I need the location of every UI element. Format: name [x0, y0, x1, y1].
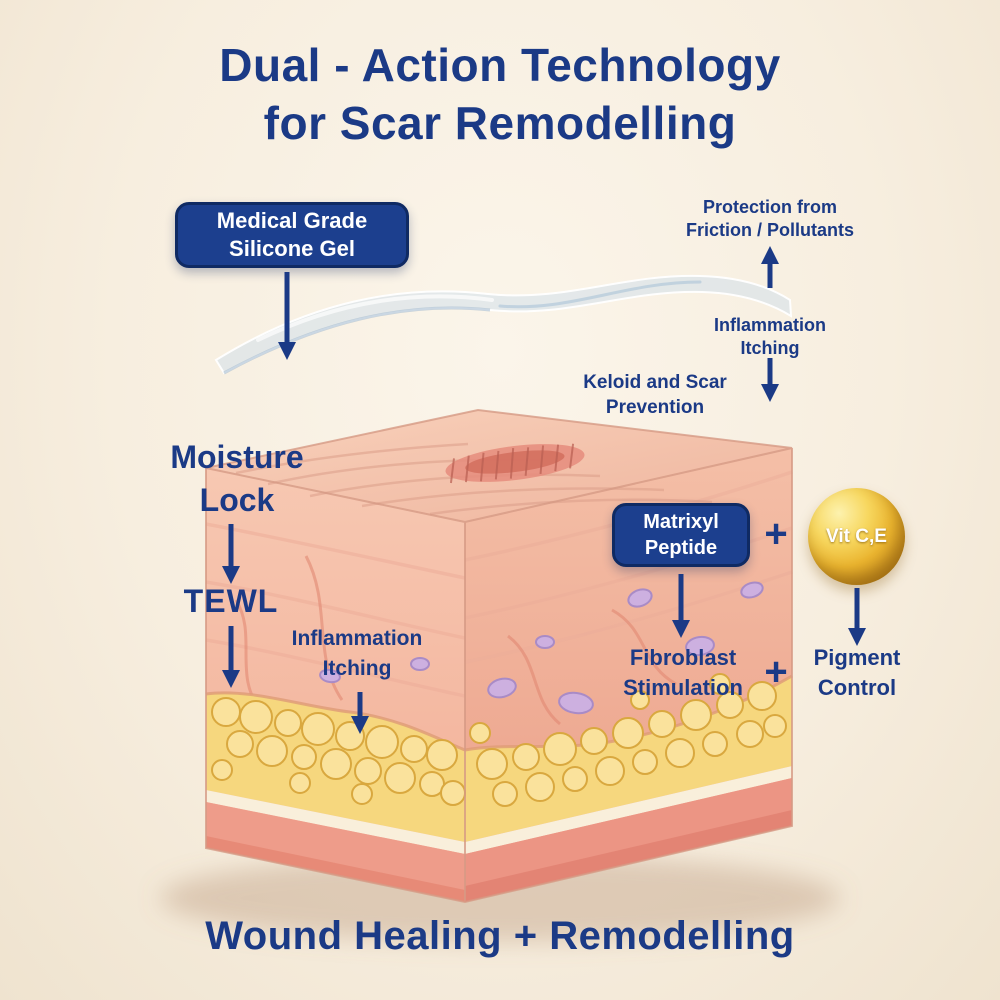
- skin-block: [205, 408, 793, 904]
- page-title: Dual - Action Technology for Scar Remode…: [219, 36, 780, 152]
- matrixyl-peptide-badge: Matrixyl Peptide: [612, 503, 750, 567]
- tewl-label: TEWL: [184, 583, 279, 620]
- arrow-down-icon: [761, 358, 779, 402]
- fibroblast-label-line1: Fibroblast: [629, 645, 737, 670]
- page-title-line1: Dual - Action Technology: [219, 39, 781, 91]
- keloid-label-line1: Keloid and Scar: [583, 372, 727, 393]
- fibroblast-cells: [319, 581, 764, 715]
- protection-label: Protection from Friction / Pollutants: [686, 196, 854, 242]
- membrane-strip-right: [465, 766, 792, 854]
- arrow-up-icon: [761, 246, 779, 288]
- arrow-down-icon: [222, 524, 240, 584]
- tewl-label-text: TEWL: [183, 583, 279, 619]
- arrow-down-icon: [222, 626, 240, 688]
- footer-title: Wound Healing + Remodelling: [205, 914, 795, 958]
- plus-icon: +: [764, 512, 788, 556]
- matrixyl-badge-line2: Peptide: [644, 537, 718, 559]
- cube-outline: [205, 408, 793, 904]
- plus-icon: +: [764, 650, 788, 694]
- keloid-label: Keloid and Scar Prevention: [583, 370, 727, 420]
- arrow-down-icon: [278, 272, 296, 360]
- inflammation-right-label: Inflammation Itching: [714, 314, 826, 360]
- page-title-line2: for Scar Remodelling: [263, 97, 737, 149]
- fat-boundary-left: [205, 691, 466, 752]
- silicone-sheet-illustration: [214, 274, 793, 375]
- scar-illustration: [445, 443, 585, 484]
- muscle-shade-left: [206, 836, 465, 902]
- inflammation-right-line1: Inflammation: [713, 315, 827, 335]
- arrow-down-icon: [672, 574, 690, 638]
- moisture-label-line2: Lock: [199, 482, 275, 518]
- dermis-texture-left: [205, 522, 466, 698]
- inflammation-right-line2: Itching: [740, 338, 800, 358]
- muscle-shade-right: [465, 810, 792, 902]
- pigment-label-line1: Pigment: [813, 645, 901, 670]
- protection-label-line2: Friction / Pollutants: [685, 220, 855, 240]
- keloid-label-line2: Prevention: [605, 397, 705, 418]
- silicone-gel-badge: Medical Grade Silicone Gel: [175, 202, 409, 268]
- fibroblast-label-line2: Stimulation: [623, 675, 743, 700]
- inflammation-left-line1: Inflammation: [291, 627, 423, 650]
- arrow-down-icon: [351, 692, 369, 734]
- pigment-control-label: Pigment Control: [814, 643, 901, 703]
- moisture-label-line1: Moisture: [170, 439, 304, 475]
- silicone-badge-line2: Silicone Gel: [229, 236, 355, 261]
- fat-cells: [211, 673, 787, 807]
- membrane-strip-left: [206, 790, 465, 854]
- vitamin-ce-label: Vit C,E: [826, 525, 887, 547]
- matrixyl-badge-line1: Matrixyl: [643, 511, 719, 533]
- arrow-down-icon: [848, 588, 866, 646]
- vitamin-ce-sphere: Vit C,E: [808, 488, 905, 585]
- silicone-badge-line1: Medical Grade: [216, 208, 368, 233]
- fibroblast-label: Fibroblast Stimulation: [623, 643, 743, 703]
- pigment-label-line2: Control: [817, 675, 897, 700]
- moisture-lock-label: Moisture Lock: [170, 436, 303, 522]
- inflammation-left-line2: Itching: [322, 657, 392, 680]
- ground-shadow: [160, 854, 840, 942]
- protection-label-line1: Protection from: [702, 197, 838, 217]
- inflammation-left-label: Inflammation Itching: [292, 624, 423, 684]
